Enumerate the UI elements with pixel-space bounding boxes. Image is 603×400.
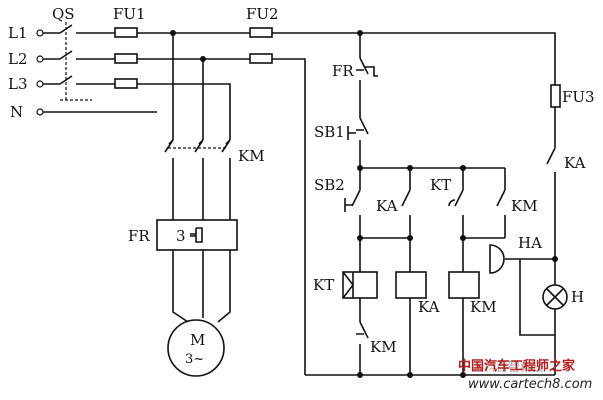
label-h: H xyxy=(571,288,584,306)
label-l2: L2 xyxy=(8,50,28,68)
fu1-fuse-l2 xyxy=(114,53,138,64)
label-km-bottom: KM xyxy=(370,338,397,356)
label-fu2: FU2 xyxy=(246,5,279,23)
control-circuit: FR SB1 SB2 KA KT KM KT KA xyxy=(305,30,595,378)
label-kt-contact: KT xyxy=(430,176,451,194)
fr-heater-symbol xyxy=(190,227,203,243)
label-km-main: KM xyxy=(238,147,265,165)
label-fu3: FU3 xyxy=(562,88,595,106)
terminal-l1 xyxy=(36,29,44,37)
terminal-n xyxy=(36,108,44,116)
fu2-fuse-l2 xyxy=(249,53,273,64)
km-nc-contact xyxy=(356,321,369,375)
watermark-url: www.cartech8.com xyxy=(468,377,592,392)
watermark-grey-text: 金科百智科技 xyxy=(472,359,544,374)
fu3-fuse xyxy=(550,84,561,108)
motor-circuit: KM FR 3 M 3~ xyxy=(128,33,265,377)
lamp-h-cross xyxy=(546,288,564,375)
supply-section: L1 L2 L3 N QS FU1 FU2 xyxy=(8,5,556,375)
label-fr-relay: FR xyxy=(128,227,150,245)
motor-phase-label: 3~ xyxy=(185,352,204,367)
label-kt-coil: KT xyxy=(313,276,334,294)
ha-buzzer xyxy=(489,244,555,336)
label-ka-lamp: KA xyxy=(564,154,586,172)
label-qs: QS xyxy=(52,5,75,23)
fu2-fuse-l1 xyxy=(249,27,273,38)
motor-symbol xyxy=(167,319,225,377)
label-fu1: FU1 xyxy=(113,5,146,23)
junction-control-top xyxy=(357,30,363,36)
ka-coil xyxy=(395,271,427,299)
ka-hold-contact xyxy=(401,168,411,238)
fr-thermal-relay xyxy=(156,219,238,251)
label-sb1: SB1 xyxy=(314,123,345,141)
label-l3: L3 xyxy=(8,75,28,93)
motor-label: M xyxy=(190,331,205,349)
km-main-contacts xyxy=(164,139,231,220)
label-km-aux: KM xyxy=(511,197,538,215)
sb1-stop-button xyxy=(347,117,369,168)
label-sb2: SB2 xyxy=(314,176,345,194)
junction-bottom-3 xyxy=(460,372,466,378)
kt-coil-mark xyxy=(342,271,355,299)
km-aux-contact xyxy=(496,168,506,238)
label-ha: HA xyxy=(518,234,542,252)
fr-relay-count: 3 xyxy=(176,227,186,245)
label-fr-contact: FR xyxy=(332,62,354,80)
junction-lamp xyxy=(552,256,558,262)
junction-bottom-1 xyxy=(357,372,363,378)
kt-coil xyxy=(342,271,378,299)
phase-lines-to-motor xyxy=(172,250,231,323)
label-km-coil: KM xyxy=(470,298,497,316)
terminal-l2 xyxy=(36,55,44,63)
kt-timed-contact xyxy=(448,168,464,238)
junction-bottom-2 xyxy=(407,372,413,378)
fr-nc-contact xyxy=(356,57,378,118)
watermark-site-cn: 中国汽车工程师之家 xyxy=(458,358,576,374)
watermark: 金科百智科技 中国汽车工程师之家 www.cartech8.com xyxy=(458,358,592,392)
label-n: N xyxy=(10,103,23,121)
fu1-fuse-l1 xyxy=(114,27,138,38)
fu1-fuse-l3 xyxy=(114,78,138,89)
sb2-start-button xyxy=(344,168,361,238)
line-l1 xyxy=(43,24,556,85)
qs-link xyxy=(60,22,92,101)
label-l1: L1 xyxy=(8,24,28,42)
label-ka-contact: KA xyxy=(376,197,398,215)
km-coil xyxy=(448,271,480,299)
ka-lamp-contact xyxy=(546,107,556,285)
label-ka-coil: KA xyxy=(418,298,440,316)
terminal-l3 xyxy=(36,80,44,88)
